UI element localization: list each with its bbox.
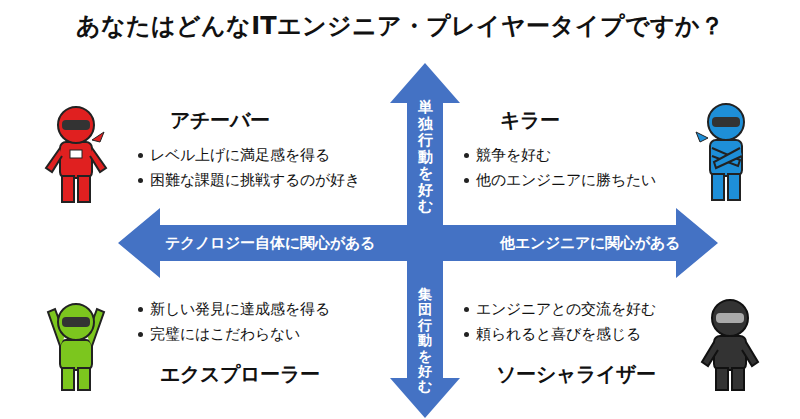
black-character [702, 300, 758, 390]
bullet-dot [138, 307, 143, 312]
trait-item: レベル上げに満足感を得る [150, 146, 330, 164]
trait-item: 頼られると喜びを感じる [476, 325, 641, 343]
bullet-dot [138, 153, 143, 158]
type-heading: ソーシャライザー [496, 362, 656, 386]
type-heading: アチーバー [170, 108, 270, 132]
type-heading: エクスプローラー [160, 362, 320, 386]
trait-item: エンジニアとの交流を好む [476, 300, 656, 318]
trait-item: 困難な課題に挑戦するのが好き [150, 171, 360, 189]
type-heading: キラー [500, 108, 560, 132]
title: あなたはどんなITエンジニア・プレイヤータイプですか？ [76, 12, 723, 41]
trait-item: 他のエンジニアに勝ちたい [476, 171, 656, 189]
blue-character [696, 104, 744, 200]
vertical-arrow: 単独行動を好む集団行動を好む [390, 63, 460, 418]
bullet-dot [138, 332, 143, 337]
bullet-dot [464, 307, 469, 312]
bullet-dot [464, 153, 469, 158]
arrow-fill [390, 63, 460, 418]
bullet-dot [464, 332, 469, 337]
axis-label: 集団行動を好む [418, 287, 432, 395]
green-character [48, 304, 104, 390]
bullet-dot [138, 178, 143, 183]
trait-item: 新しい発見に達成感を得る [150, 300, 330, 318]
trait-item: 競争を好む [476, 146, 551, 164]
trait-item: 完璧にはこだわらない [150, 325, 300, 343]
axis-label: 単独行動を好む [418, 99, 433, 215]
axis-label: テクノロジー自体に関心がある [165, 234, 375, 252]
bullet-dot [464, 178, 469, 183]
axis-label: 他エンジニアに関心がある [500, 234, 680, 252]
red-character [46, 107, 106, 202]
